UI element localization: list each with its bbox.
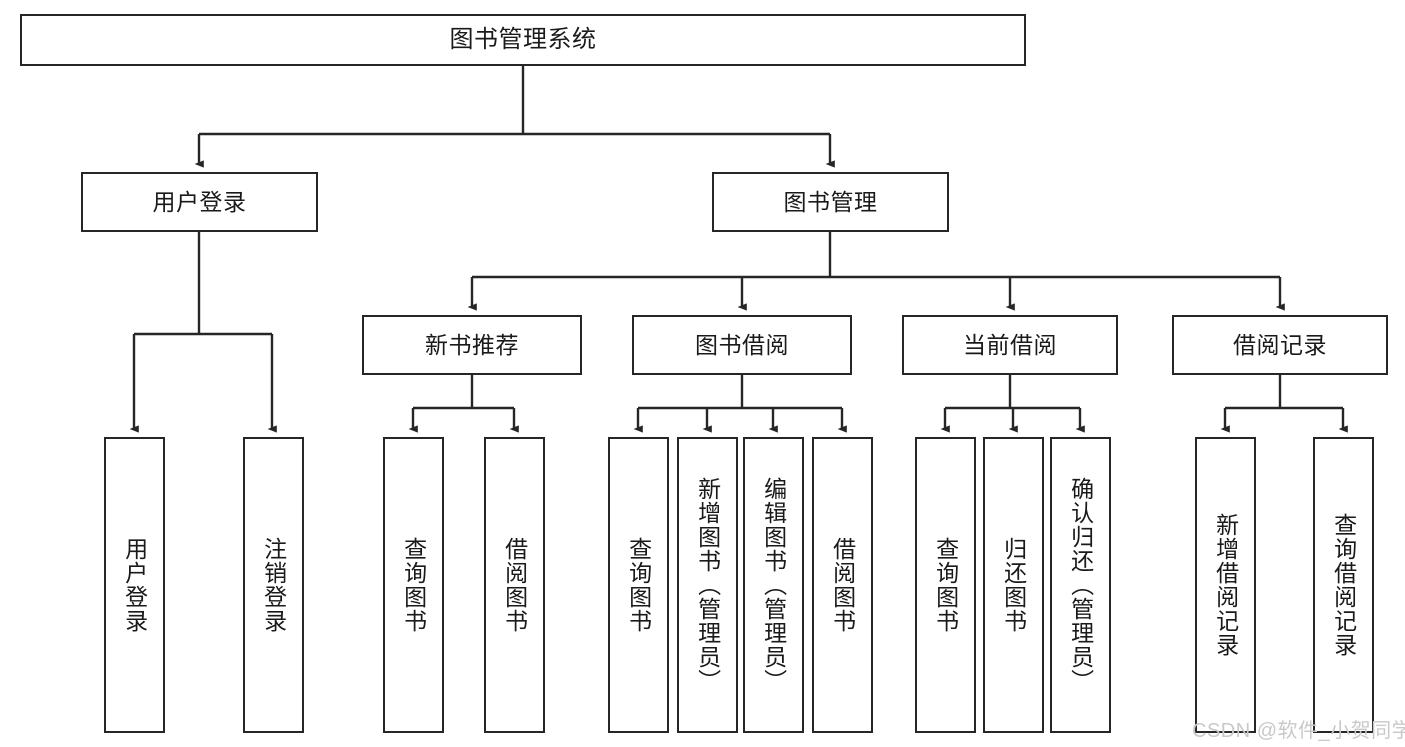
node-book-management-label: 图书管理 [783,188,878,215]
leaf-record-query-label: 查询借阅记录 [1330,513,1357,657]
leaf-borrow-query-book[interactable]: 查询图书 [608,437,669,733]
leaf-borrow-add-book-label: 新增图书（管理员） [694,477,721,693]
leaf-new-book-query[interactable]: 查询图书 [383,437,444,733]
leaf-current-query-book[interactable]: 查询图书 [915,437,976,733]
leaf-new-book-borrow-label: 借阅图书 [501,537,528,633]
leaf-borrow-edit-book-label: 编辑图书（管理员） [760,477,787,693]
node-new-book-recommend[interactable]: 新书推荐 [362,315,582,375]
leaf-user-login-signin[interactable]: 用户登录 [104,437,165,733]
node-user-login[interactable]: 用户登录 [81,172,318,232]
leaf-current-query-book-label: 查询图书 [932,537,959,633]
leaf-record-query[interactable]: 查询借阅记录 [1313,437,1374,733]
leaf-borrow-borrow-book[interactable]: 借阅图书 [812,437,873,733]
leaf-new-book-query-label: 查询图书 [400,537,427,633]
leaf-borrow-edit-book[interactable]: 编辑图书（管理员） [743,437,804,733]
leaf-record-add-label: 新增借阅记录 [1212,513,1239,657]
node-borrow-records-label: 借阅记录 [1233,331,1327,358]
watermark: CSDN @软件_小贺同学 [1192,720,1405,742]
leaf-borrow-query-book-label: 查询图书 [625,537,652,633]
node-book-borrow-label: 图书借阅 [695,331,789,358]
node-book-management[interactable]: 图书管理 [712,172,949,232]
leaf-user-login-signout[interactable]: 注销登录 [243,437,304,733]
leaf-user-login-signout-label: 注销登录 [260,537,287,633]
leaf-record-add[interactable]: 新增借阅记录 [1195,437,1256,733]
leaf-user-login-signin-label: 用户登录 [121,537,148,633]
node-new-book-recommend-label: 新书推荐 [425,331,519,358]
leaf-current-confirm-return[interactable]: 确认归还（管理员） [1050,437,1111,733]
node-current-borrow[interactable]: 当前借阅 [902,315,1118,375]
node-current-borrow-label: 当前借阅 [963,331,1057,358]
node-user-login-label: 用户登录 [152,188,247,215]
leaf-borrow-borrow-book-label: 借阅图书 [829,537,856,633]
leaf-current-return-book-label: 归还图书 [1000,537,1027,633]
node-root[interactable]: 图书管理系统 [20,14,1026,66]
node-book-borrow[interactable]: 图书借阅 [632,315,852,375]
leaf-borrow-add-book[interactable]: 新增图书（管理员） [677,437,738,733]
leaf-new-book-borrow[interactable]: 借阅图书 [484,437,545,733]
node-root-label: 图书管理系统 [449,26,597,53]
leaf-current-confirm-return-label: 确认归还（管理员） [1067,477,1094,693]
node-borrow-records[interactable]: 借阅记录 [1172,315,1388,375]
leaf-current-return-book[interactable]: 归还图书 [983,437,1044,733]
